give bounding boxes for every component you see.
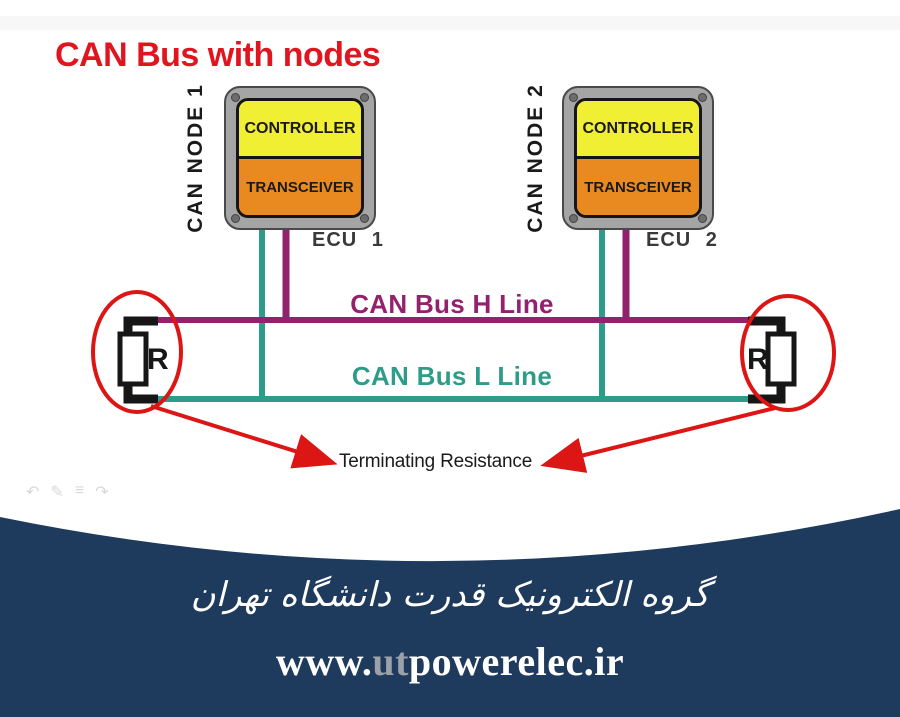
url-www: www. (275, 639, 373, 684)
left-resistor-symbol (117, 316, 158, 404)
can-bus-diagram (91, 228, 836, 473)
footer-curve (0, 506, 900, 562)
screw-icon (698, 214, 707, 223)
screw-icon (231, 93, 240, 102)
can-node-1-text: CAN NODE 1 (184, 83, 207, 233)
can-bus-h-line-label: CAN Bus H Line (350, 289, 554, 319)
node2-controller-block: CONTROLLER (577, 101, 699, 159)
ecu-1-label: ECU 1 (312, 229, 384, 251)
screw-icon (569, 214, 578, 223)
watermark-toolbar: ↶ ✎ ≡ ↷ (26, 482, 109, 502)
footer-persian-caption: گروه الکترونیک قدرت دانشگاه تهران (190, 575, 710, 615)
ecu-node-1-inner: CONTROLLER TRANSCEIVER (236, 98, 364, 218)
footer-website-url: www.utpowerelec.ir (0, 638, 900, 685)
url-rest: powerelec.ir (408, 639, 625, 684)
screw-icon (360, 93, 369, 102)
page-title: CAN Bus with nodes (55, 36, 381, 74)
right-resistor-highlight-circle (740, 294, 836, 412)
node1-controller-block: CONTROLLER (239, 101, 361, 159)
right-resistor-r-label: R (747, 343, 769, 376)
can-bus-l-line-label: CAN Bus L Line (351, 361, 553, 391)
node1-transceiver-block: TRANSCEIVER (239, 159, 361, 215)
screw-icon (360, 214, 369, 223)
right-annotation-arrow (540, 406, 776, 473)
undo-icon: ↶ (26, 484, 40, 501)
terminating-resistance-label: Terminating Resistance (339, 451, 533, 472)
ecu-node-2-box: CONTROLLER TRANSCEIVER (562, 86, 714, 230)
ecu-node-1-box: CONTROLLER TRANSCEIVER (224, 86, 376, 230)
left-resistor-r-label: R (147, 343, 169, 376)
can-node-2-side-label: CAN NODE 2 (521, 83, 551, 233)
can-node-2-text: CAN NODE 2 (524, 83, 547, 233)
can-node-1-side-label: CAN NODE 1 (181, 83, 211, 233)
ecu-2-label: ECU 2 (646, 229, 718, 251)
left-resistor-highlight-circle (91, 290, 183, 414)
redo-icon: ↷ (95, 484, 109, 501)
menu-icon: ≡ (74, 482, 85, 499)
screw-icon (231, 214, 240, 223)
pen-icon: ✎ (50, 484, 64, 501)
node2-transceiver-block: TRANSCEIVER (577, 159, 699, 215)
url-ut-highlight: ut (372, 639, 409, 684)
ecu-node-2-inner: CONTROLLER TRANSCEIVER (574, 98, 702, 218)
screw-icon (569, 93, 578, 102)
footer-banner: گروه الکترونیک قدرت دانشگاه تهران www.ut… (0, 506, 900, 717)
top-band (0, 16, 900, 30)
left-annotation-arrow (150, 404, 338, 469)
screw-icon (698, 93, 707, 102)
